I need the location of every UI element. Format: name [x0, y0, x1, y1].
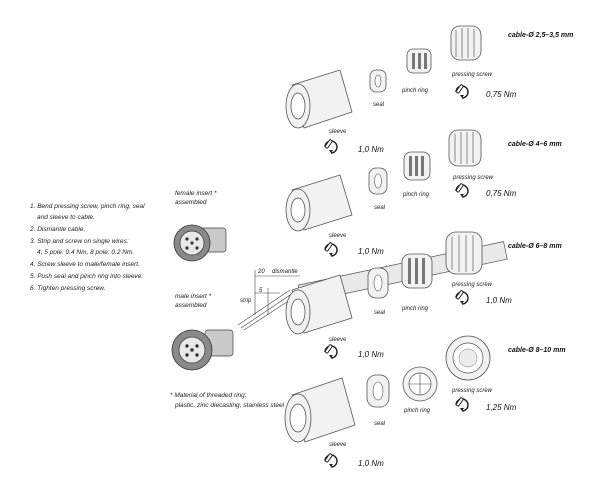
sleeve-label: sleeve — [329, 129, 347, 135]
pinch-ring-label: pinch ring — [402, 192, 430, 198]
screw-torque: 0,75 Nm — [486, 189, 517, 198]
instruction-line: 6. Tighten pressing screw. — [30, 285, 106, 292]
seal-part — [366, 374, 390, 408]
cable-diameter-label: cable-Ø 8–10 mm — [508, 347, 566, 354]
cable-dimensions: 20 dismantle strip 5 — [237, 269, 300, 331]
material-note-title: * Material of threaded ring: — [170, 392, 247, 399]
pressing-screw-label: pressing screw — [451, 388, 493, 394]
screw-torque: 1,0 Nm — [486, 296, 512, 305]
male-insert-label-2: assembled — [175, 302, 207, 309]
seal-part — [367, 267, 389, 299]
instruction-line: 4, 5 pole: 0.4 Nm, 8 pole: 0.2 Nm. — [37, 249, 134, 256]
sleeve-part — [285, 274, 353, 335]
sleeve-torque: 1,0 Nm — [358, 350, 384, 359]
torque-wrench-icon — [324, 343, 338, 359]
strip-value: 5 — [259, 288, 263, 294]
sleeve-part — [285, 174, 353, 232]
instruction-line: 4. Screw sleeve to male/female insert. — [30, 261, 140, 268]
instruction-line: 3. Strip and screw on single wires: — [30, 238, 129, 245]
pressing-screw-part — [445, 335, 491, 381]
instruction-line: 5. Push seal and pinch ring into sleeve. — [30, 273, 143, 280]
dismantle-value: 20 — [257, 269, 265, 275]
sleeve-label: sleeve — [329, 442, 347, 448]
strip-label: strip — [240, 298, 252, 304]
cable-diameter-label: cable-Ø 6–8 mm — [508, 243, 562, 250]
screw-torque: 0,75 Nm — [486, 90, 517, 99]
seal-label: seal — [374, 421, 386, 427]
pinch-ring-label: pinch ring — [401, 306, 429, 312]
material-note-text: plastic, zinc diecasting, stainless stee… — [174, 402, 285, 409]
pinch-ring-label: pinch ring — [401, 88, 429, 94]
female-insert-label: female insert * — [175, 190, 217, 197]
dismantle-label: dismantle — [272, 269, 298, 275]
pressing-screw-label: pressing screw — [452, 175, 494, 181]
torque-wrench-icon — [324, 241, 338, 257]
seal-label: seal — [373, 102, 385, 108]
sleeve-part — [285, 69, 353, 129]
cable-diameter-label: cable-Ø 2,5–3,5 mm — [508, 32, 573, 39]
pinch-ring-part — [402, 366, 438, 402]
torque-wrench-icon — [455, 289, 469, 305]
instruction-list: 1. Bend pressing screw, pinch ring, seal… — [29, 203, 145, 292]
male-insert: male insert * assembled — [171, 293, 234, 371]
seal-part — [369, 69, 387, 93]
pressing-screw-part — [445, 231, 483, 275]
pinch-ring-part — [406, 48, 432, 74]
seal-label: seal — [374, 310, 386, 316]
instruction-line: 1. Bend pressing screw, pinch ring, seal — [30, 203, 145, 210]
instruction-line: 2. Dismantle cable. — [29, 226, 85, 233]
female-insert: female insert * assembled — [173, 190, 227, 262]
sleeve-torque: 1,0 Nm — [358, 145, 384, 154]
torque-wrench-icon — [324, 138, 338, 154]
pressing-screw-part — [448, 129, 482, 167]
male-insert-label: male insert * — [175, 293, 212, 300]
female-insert-label-2: assembled — [175, 199, 207, 206]
screw-torque: 1,25 Nm — [486, 403, 517, 412]
sleeve-label: sleeve — [329, 337, 347, 343]
sleeve-label: sleeve — [329, 233, 347, 239]
pressing-screw-label: pressing screw — [451, 72, 493, 78]
sleeve-torque: 1,0 Nm — [358, 247, 384, 256]
pressing-screw-label: pressing screw — [451, 282, 493, 288]
pinch-ring-part — [401, 253, 433, 289]
material-note: * Material of threaded ring: plastic, zi… — [170, 392, 285, 409]
cable-diameter-label: cable-Ø 4–6 mm — [508, 141, 562, 148]
instruction-line: and sleeve to cable. — [37, 214, 95, 221]
pinch-ring-part — [403, 151, 431, 181]
seal-label: seal — [374, 205, 386, 211]
torque-wrench-icon — [455, 182, 469, 198]
pressing-screw-part — [450, 25, 482, 61]
torque-wrench-icon — [455, 83, 469, 99]
row-4-assembly: sleeve seal pinch ring pressing screw ca… — [284, 335, 566, 468]
row-1-assembly: sleeve seal pinch ring pressing screw ca… — [285, 25, 573, 154]
row-2-assembly: sleeve seal pinch ring pressing screw ca… — [285, 129, 562, 257]
row-3-assembly: sleeve seal pinch ring pressing screw ca… — [285, 231, 562, 359]
torque-wrench-icon — [324, 452, 338, 468]
sleeve-part — [284, 377, 356, 443]
pinch-ring-label: pinch ring — [403, 408, 431, 414]
torque-wrench-icon — [455, 396, 469, 412]
seal-part — [368, 167, 388, 195]
sleeve-torque: 1,0 Nm — [358, 459, 384, 468]
